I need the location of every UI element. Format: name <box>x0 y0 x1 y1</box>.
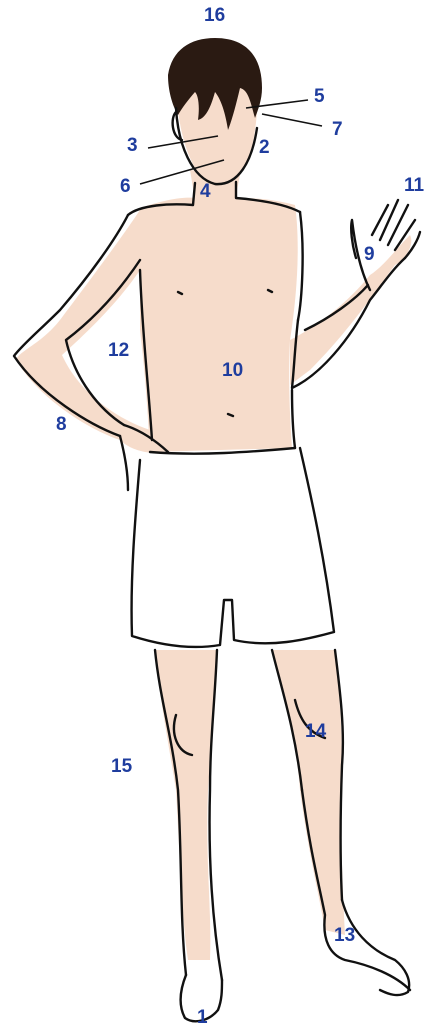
label-8: 8 <box>56 415 67 434</box>
skin-fill <box>16 85 411 960</box>
label-16: 16 <box>204 6 225 25</box>
label-3: 3 <box>127 136 138 155</box>
label-13: 13 <box>334 926 355 945</box>
label-9: 9 <box>364 245 375 264</box>
label-7: 7 <box>332 120 343 139</box>
label-11: 11 <box>404 176 424 195</box>
label-15: 15 <box>111 757 132 776</box>
label-14: 14 <box>305 722 326 741</box>
label-12: 12 <box>108 341 129 360</box>
label-6: 6 <box>120 177 131 196</box>
leader-line-7 <box>262 114 322 126</box>
label-4: 4 <box>200 182 211 201</box>
label-2: 2 <box>259 138 270 157</box>
label-10: 10 <box>222 361 243 380</box>
label-1: 1 <box>197 1008 208 1027</box>
label-5: 5 <box>314 87 325 106</box>
